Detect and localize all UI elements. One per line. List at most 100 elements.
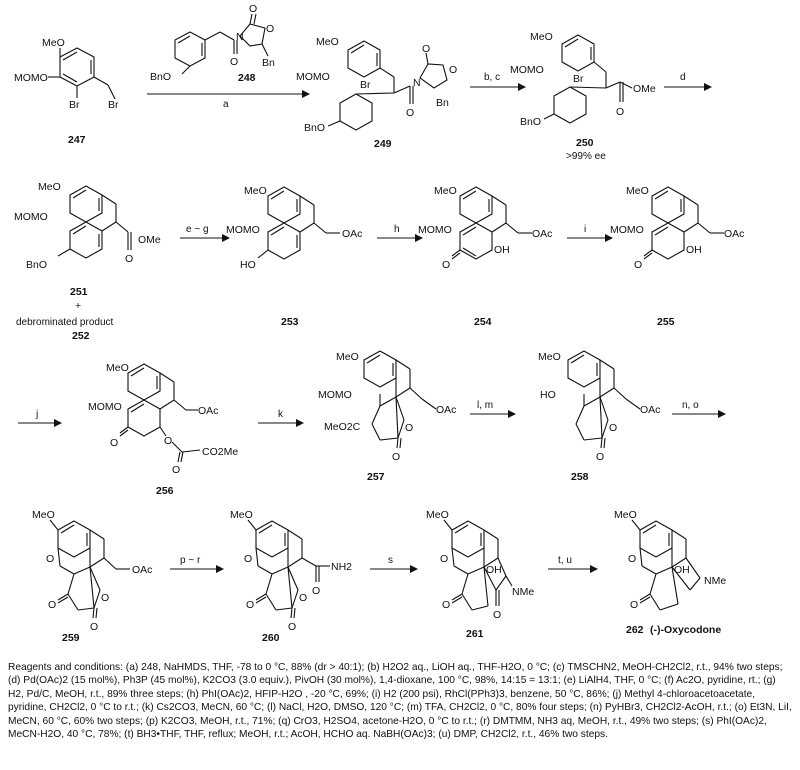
meo-label: MeO [316, 36, 339, 48]
structure-257: MeO MOMO OAc MeO2C O O [318, 350, 456, 463]
bno-label: BnO [150, 71, 171, 83]
arrowhead [518, 83, 526, 91]
o-label: O [288, 621, 296, 633]
o-label: O [246, 599, 254, 611]
compound-label: 260 [262, 632, 280, 644]
oac-label: OAc [640, 404, 660, 416]
compound-label: 248 [238, 72, 256, 84]
compound-label: 255 [657, 316, 675, 328]
arrowhead [54, 419, 62, 427]
compound-label: 250 [576, 137, 594, 149]
meo-label: MeO [426, 509, 449, 521]
compound-label: 257 [367, 471, 385, 483]
o-label: O [172, 464, 180, 476]
compound-label: 262 [626, 624, 644, 636]
o-label: O [110, 437, 118, 449]
momo-label: MOMO [418, 224, 452, 236]
o-label: O [46, 553, 54, 565]
meo-label: MeO [230, 509, 253, 521]
br-label: Br [69, 99, 80, 111]
meo-label: MeO [434, 185, 457, 197]
compound-label: 261 [466, 628, 484, 640]
o-label: O [449, 64, 457, 76]
structure-260: MeO O NH2 O O O O [230, 509, 352, 633]
compound-label: 254 [474, 316, 492, 328]
structure-262: MeO O OH NMe O [614, 509, 726, 611]
momo-label: MOMO [318, 389, 352, 401]
o-label: O [630, 599, 638, 611]
momo-label: MOMO [14, 72, 48, 84]
compound-label: 252 [72, 330, 90, 342]
structure-251: MeO MOMO OMe O BnO [14, 181, 161, 271]
step-label-eg: e ~ g [186, 224, 209, 235]
o-label: O [628, 553, 636, 565]
step-label-i: i [584, 224, 586, 235]
meo-label: MeO [244, 185, 267, 197]
arrowhead [302, 90, 310, 98]
arrowhead [222, 234, 230, 242]
o-label: O [101, 592, 109, 604]
structure-261: MeO O OH NMe O O [426, 509, 534, 621]
meo2c-label: MeO2C [324, 421, 361, 433]
n-label: N [236, 31, 244, 43]
step-label-pr: p ~ r [180, 555, 201, 566]
structure-254: MeO MOMO OAc OH O [418, 185, 552, 271]
arrowhead [508, 410, 516, 418]
meo-label: MeO [38, 181, 61, 193]
oac-label: OAc [436, 404, 456, 416]
compound-label: 258 [571, 471, 589, 483]
structure-259: MeO O OAc O O O [32, 509, 152, 633]
step-label-lm: l, m [477, 400, 493, 411]
ee-label: >99% ee [566, 151, 606, 162]
structure-256: MeO MOMO OAc O O O CO2Me [88, 362, 238, 476]
step-label-j: j [35, 409, 38, 420]
meo-label: MeO [614, 509, 637, 521]
oac-label: OAc [724, 228, 744, 240]
o-label: O [266, 23, 274, 35]
meo-label: MeO [538, 351, 561, 363]
n-label: N [413, 77, 421, 89]
structure-250: MeO MOMO Br OMe O BnO [510, 31, 656, 128]
arrowhead [296, 419, 304, 427]
nh2-label: NH2 [331, 561, 352, 573]
o-label: O [90, 621, 98, 633]
arrowhead [605, 234, 613, 242]
product-name: (-)-Oxycodone [650, 624, 721, 636]
br-label: Br [108, 99, 119, 111]
arrowhead [704, 83, 712, 91]
o-label: O [249, 3, 257, 15]
structure-253: MeO MOMO OAc HO [226, 185, 362, 271]
plus-sign: + [75, 300, 81, 312]
oh-label: OH [494, 244, 510, 256]
co2me-label: CO2Me [202, 446, 238, 458]
structure-258: MeO HO OAc O O [538, 350, 660, 463]
structure-248: O O N O Bn BnO [150, 3, 275, 83]
o-label: O [596, 451, 604, 463]
momo-label: MOMO [510, 64, 544, 76]
compound-label: 251 [70, 286, 88, 298]
momo-label: MOMO [226, 224, 260, 236]
oac-label: OAc [342, 228, 362, 240]
step-label-bc: b, c [484, 72, 500, 83]
arrowhead [410, 565, 418, 573]
o-label: O [609, 422, 617, 434]
debrominated-label: debrominated product [16, 317, 114, 328]
o-label: O [244, 553, 252, 565]
compound-label: 259 [62, 632, 80, 644]
ho-label: HO [240, 259, 256, 271]
structure-249: MeO MOMO Br O O N O Bn BnO [296, 36, 457, 134]
o-label: O [392, 451, 400, 463]
step-label-s: s [388, 555, 393, 566]
bno-label: BnO [26, 259, 47, 271]
arrowhead [415, 234, 423, 242]
structure-255: MeO MOMO OAc OH O [610, 185, 744, 271]
o-label: O [406, 107, 414, 119]
ome-label: OMe [633, 83, 656, 95]
o-label: O [442, 599, 450, 611]
o-label: O [48, 599, 56, 611]
ho-label: HO [540, 389, 556, 401]
step-label-a: a [223, 99, 229, 110]
o-label: O [634, 259, 642, 271]
arrowhead [590, 565, 598, 573]
meo-label: MeO [626, 185, 649, 197]
